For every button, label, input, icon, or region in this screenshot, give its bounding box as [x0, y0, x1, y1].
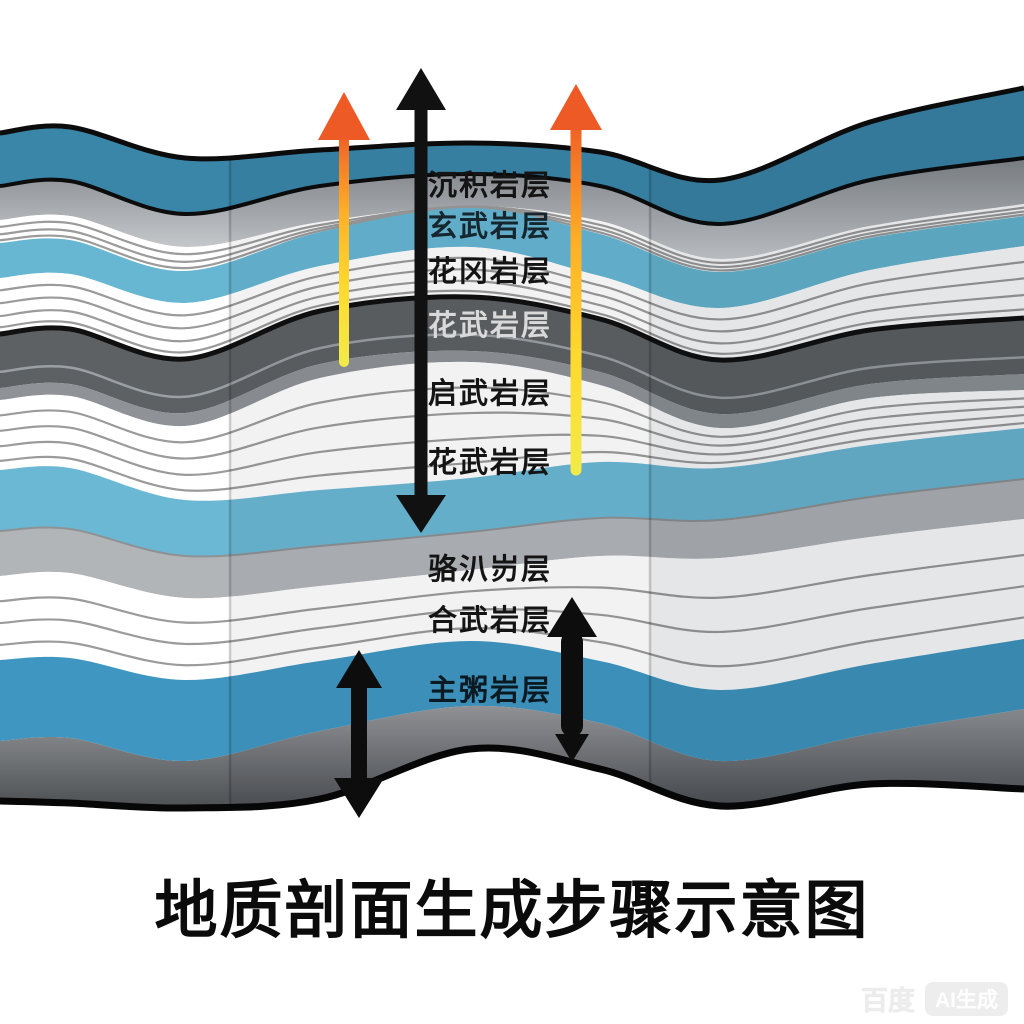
thin-stratum-line	[0, 405, 1024, 460]
layer-label-3: 花武岩层	[428, 309, 552, 342]
white-band-4	[0, 519, 1024, 691]
gray-tail-layer	[0, 350, 1024, 429]
black-uplift-arrow	[396, 68, 446, 533]
silver-layer-1	[0, 158, 1024, 260]
layer-label-8: 主粥岩层	[428, 674, 552, 707]
thin-stratum-line	[0, 616, 1024, 668]
blue-layer-2	[0, 639, 1024, 762]
diagram-title: 地质剖面生成步骤示意图	[154, 876, 870, 946]
thin-stratum-line	[0, 268, 1024, 333]
thin-stratum-line	[0, 279, 1024, 345]
stratum-outline-cyan2-bottom	[0, 478, 1024, 558]
orange-uplift-arrow-left	[318, 92, 370, 367]
white-band-1	[0, 204, 1024, 273]
cyan-layer-1	[0, 207, 1024, 309]
cyan-layer-2	[0, 428, 1024, 557]
ai-generated-badge: AI生成	[925, 981, 1008, 1016]
layer-label-0: 沉积岩层	[428, 169, 552, 202]
thin-stratum-line	[0, 421, 1024, 492]
watermark-brand: 百度	[861, 986, 915, 1016]
layer-label-2: 花冈岩层	[428, 255, 552, 288]
silver-layer-2	[0, 479, 1024, 599]
top-blue-layer	[0, 88, 1024, 225]
thin-stratum-line	[0, 256, 1024, 321]
baidu-watermark: 百度 AI生成	[861, 979, 1008, 1018]
layer-label-4: 启武岩层	[428, 377, 552, 410]
thin-stratum-line	[0, 206, 1024, 272]
stratum-outline-blue1-bottom	[0, 156, 1024, 227]
thin-stratum-line	[0, 333, 1024, 400]
thin-stratum-line	[0, 289, 1024, 355]
stratum-outline-bottom	[0, 744, 1024, 812]
layer-label-1: 玄武岩层	[428, 209, 552, 243]
stratum-outline-dark-top	[0, 294, 1024, 363]
thin-stratum-line	[0, 553, 1024, 624]
thin-stratum-line	[0, 413, 1024, 476]
black-double-arrow-right	[547, 597, 597, 762]
thin-stratum-line	[0, 585, 1024, 646]
white-band-2	[0, 246, 1024, 361]
gray-bottom-layer	[0, 705, 1024, 809]
layer-label-5: 花武岩层	[428, 446, 552, 479]
white-band-3	[0, 361, 1024, 501]
orange-uplift-arrow-right	[550, 84, 602, 476]
layer-label-7: 合武岩层	[428, 604, 552, 637]
thin-stratum-line	[0, 386, 1024, 444]
stratum-outline-surface	[0, 85, 1024, 184]
dark-gray-layer	[0, 296, 1024, 415]
layer-label-6: 骆汃岃层	[428, 552, 552, 586]
black-double-arrow-center	[334, 650, 384, 818]
